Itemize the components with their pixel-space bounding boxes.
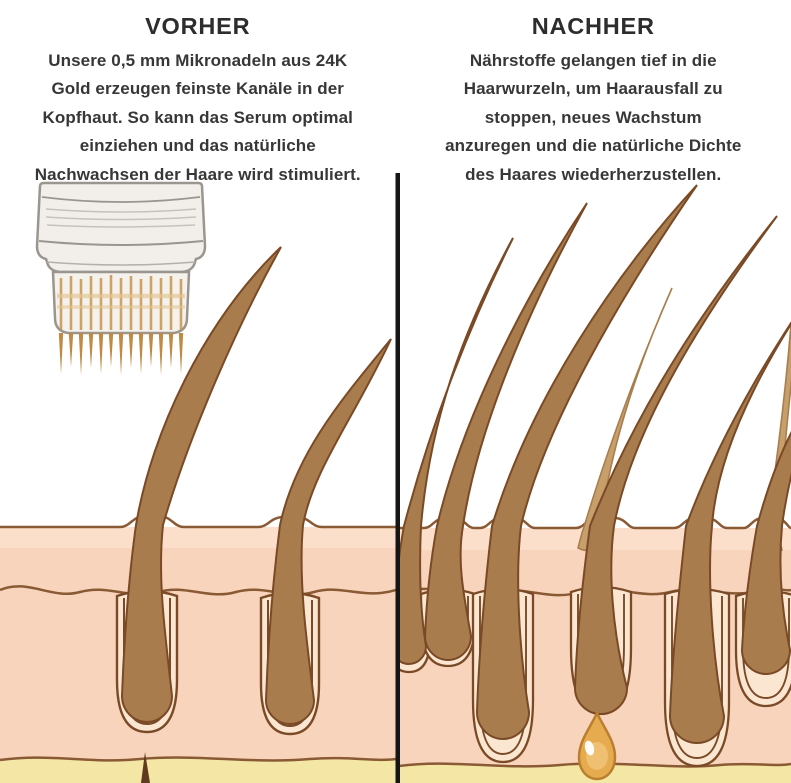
before-column: VORHER Unsere 0,5 mm Mikronadeln aus 24K… xyxy=(0,0,396,184)
scalp-illustration xyxy=(0,173,791,783)
after-title: NACHHER xyxy=(531,13,655,39)
hair-strand xyxy=(264,338,392,725)
gold-needles xyxy=(59,275,183,330)
skin-cross-section-before xyxy=(0,246,396,783)
after-description: Nährstoffe gelangen tief in die Haarwurz… xyxy=(445,51,742,184)
before-title: VORHER xyxy=(145,13,251,39)
hair-strand xyxy=(120,246,282,723)
derma-stamp-icon xyxy=(35,181,207,375)
hair-strand xyxy=(573,215,778,715)
hair-strand xyxy=(740,430,791,675)
hair-strand xyxy=(668,321,791,744)
hair-strand xyxy=(399,237,514,665)
hair-strand xyxy=(423,202,588,661)
gold-needle-tips xyxy=(58,333,184,375)
microchannel-spike xyxy=(141,752,150,783)
divider-line xyxy=(395,173,400,783)
after-column: NACHHER Nährstoffe gelangen tief in die … xyxy=(396,0,791,184)
hair-strand xyxy=(475,184,698,740)
serum-drop-icon xyxy=(577,710,617,781)
skin-cross-section-after xyxy=(399,184,791,783)
header: VORHER Unsere 0,5 mm Mikronadeln aus 24K… xyxy=(0,0,791,184)
before-description: Unsere 0,5 mm Mikronadeln aus 24K Gold e… xyxy=(34,51,361,184)
